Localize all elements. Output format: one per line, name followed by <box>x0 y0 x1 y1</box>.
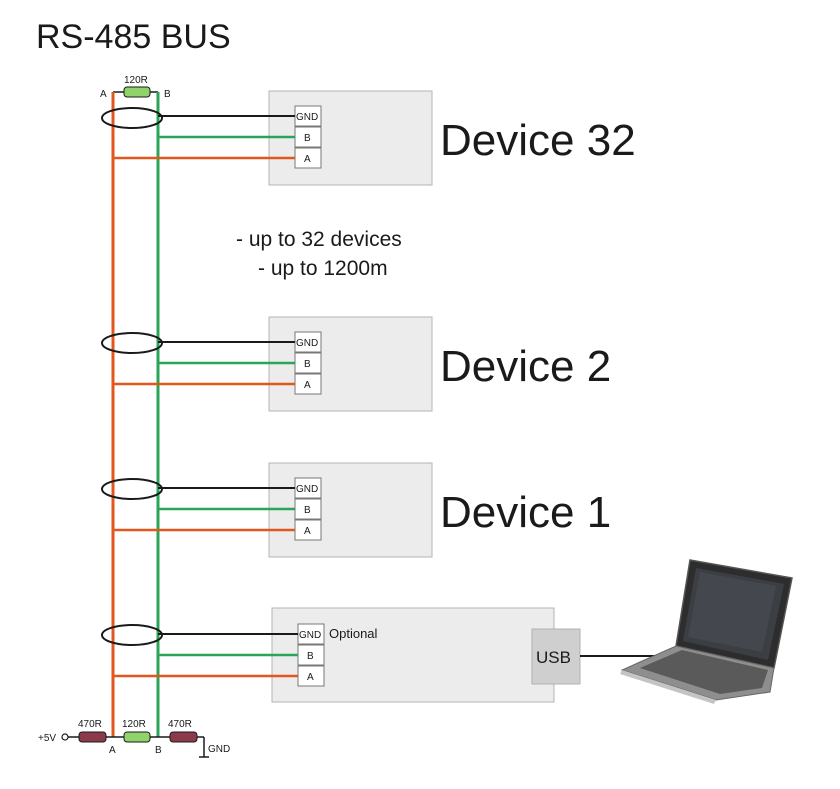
usb-converter: GND B A Optional USB <box>271 607 581 703</box>
terminal-label: GND <box>296 112 318 123</box>
bottom-resistor-120r <box>123 731 151 743</box>
terminal-label: B <box>304 133 311 144</box>
diagram-title: RS-485 BUS <box>36 18 231 56</box>
vplus-label: +5V <box>38 733 56 744</box>
terminal-label: A <box>304 154 311 165</box>
bottom-resistor-left-label: 470R <box>78 719 102 730</box>
bus-a-top-label: A <box>100 89 107 100</box>
bottom-resistor-right-label: 470R <box>168 719 192 730</box>
device-32: GND B A Device 32 <box>268 90 636 186</box>
gnd-label: GND <box>208 744 230 755</box>
bus-b-bottom-label: B <box>155 745 162 756</box>
device-label: Device 32 <box>440 116 636 165</box>
bottom-resistor-470r-a <box>78 731 107 743</box>
device-2: GND B A Device 2 <box>268 316 611 412</box>
usb-label: USB <box>536 648 571 667</box>
note-devices: - up to 32 devices <box>236 228 402 251</box>
terminal-label: GND <box>296 484 318 495</box>
terminal-label: A <box>307 672 314 683</box>
terminal-label: B <box>304 505 311 516</box>
bottom-resistor-470r-b <box>169 731 198 743</box>
device-1: GND B A Device 1 <box>268 462 611 558</box>
note-distance: - up to 1200m <box>258 257 388 280</box>
terminal-label: GND <box>299 630 321 641</box>
bottom-resistor-mid-label: 120R <box>122 719 146 730</box>
top-resistor-label: 120R <box>124 75 148 86</box>
device-label: Device 1 <box>440 488 611 537</box>
top-resistor-120r <box>123 86 151 98</box>
cable-clamp <box>101 478 163 500</box>
cable-clamp <box>101 332 163 354</box>
bus-a-bottom-label: A <box>109 745 116 756</box>
terminal-label: GND <box>296 338 318 349</box>
terminal-label: A <box>304 526 311 537</box>
device-label: Device 2 <box>440 342 611 391</box>
terminal-label: B <box>304 359 311 370</box>
vplus-terminal <box>61 733 69 741</box>
optional-label: Optional <box>329 626 378 641</box>
cable-clamp <box>101 624 163 646</box>
cable-clamp <box>101 107 163 129</box>
terminal-label: A <box>304 380 311 391</box>
terminal-label: B <box>307 651 314 662</box>
bus-b-top-label: B <box>164 89 171 100</box>
laptop-icon <box>620 559 793 704</box>
